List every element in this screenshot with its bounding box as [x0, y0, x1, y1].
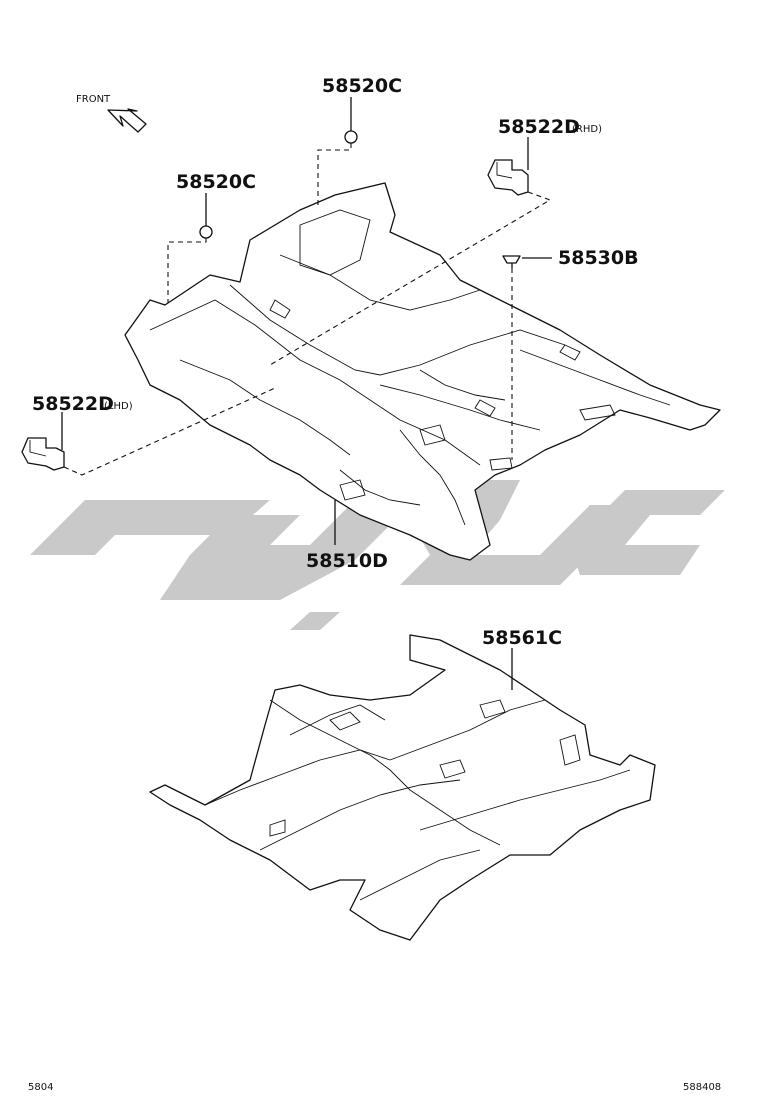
part-code-58520c-top: 58520C — [322, 75, 402, 97]
part-note-lhd: (LHD) — [104, 401, 133, 412]
footer-right-code: 588408 — [683, 1082, 721, 1093]
footer-left-code: 5804 — [28, 1082, 53, 1093]
part-code-58520c-left: 58520C — [176, 171, 256, 193]
rivet-part — [502, 255, 521, 460]
part-code-58530b: 58530B — [558, 247, 639, 269]
part-note-rhd: (RHD) — [572, 124, 602, 135]
clip-part-rhd — [269, 159, 552, 366]
part-labels: 58520C 58520C 58522D (RHD) 58530B 58522D… — [32, 75, 639, 649]
floor-carpet-lower — [149, 634, 656, 941]
front-indicator: FRONT — [76, 94, 147, 133]
part-code-58510d: 58510D — [306, 550, 388, 572]
front-arrow-icon — [107, 108, 147, 133]
floor-carpet-upper — [124, 182, 721, 561]
clip-part-lhd — [21, 387, 276, 476]
front-label: FRONT — [76, 94, 111, 105]
plug-part-upper — [317, 130, 358, 205]
part-code-58561c: 58561C — [482, 627, 562, 649]
part-code-58522d-rhd: 58522D — [498, 116, 580, 138]
part-code-58522d-lhd: 58522D — [32, 393, 114, 415]
plug-part-left — [167, 225, 213, 303]
leader-lines — [61, 97, 552, 690]
watermark-logo — [30, 480, 725, 630]
